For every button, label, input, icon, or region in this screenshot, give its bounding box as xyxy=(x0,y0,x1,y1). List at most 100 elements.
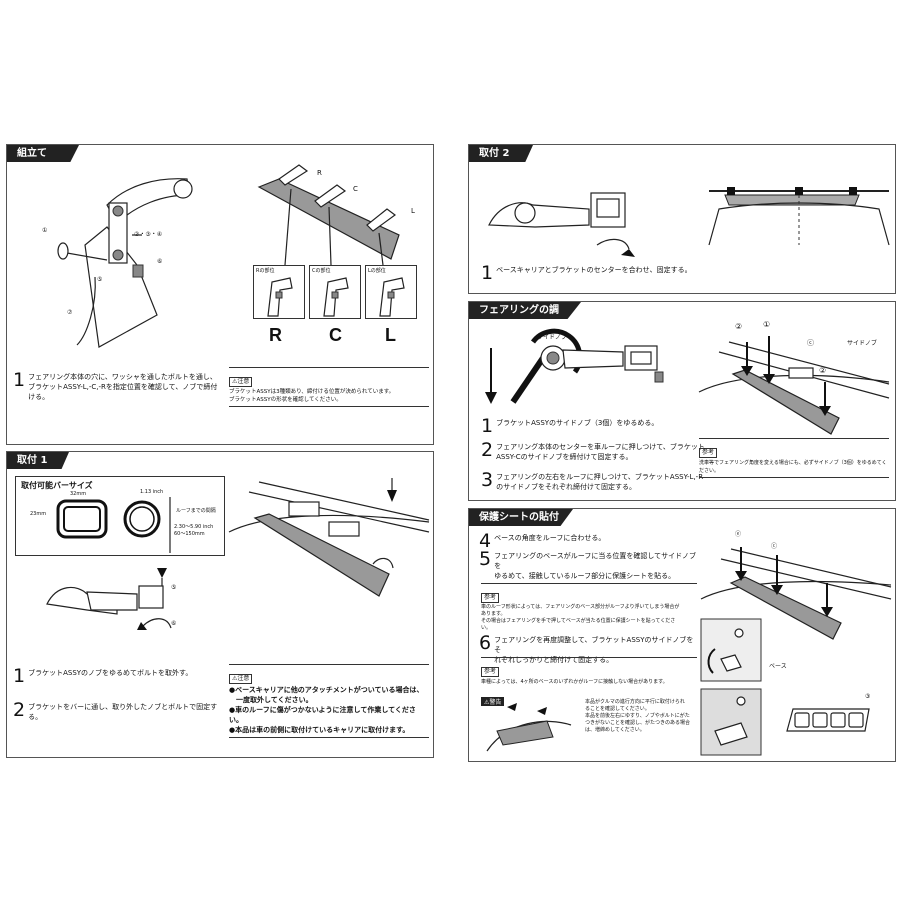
step-text: フェアリングの左右をルーフに押しつけて、ブラケットASSY-L,-R のサイドノ… xyxy=(496,473,704,491)
install1-panel: 取付 1 取付可能バーサイズ 32mm 23mm 1.13 inch ルーフまで… xyxy=(6,451,434,758)
warning-text: 本品がクルマの進行方向に平行に取付けられ ることを確認してください。 本品を前後… xyxy=(585,699,691,733)
fairing-sheet-illustration xyxy=(700,547,892,640)
car-direction-illustration xyxy=(486,703,572,752)
step-number: 5 xyxy=(479,548,492,570)
callout-1: ① xyxy=(763,320,771,329)
note-tag: ⚠注意 xyxy=(229,377,253,387)
fairing-adjust-illustration xyxy=(698,336,890,435)
adjust-title: フェアリングの調節 xyxy=(469,302,581,319)
protect-title: 保護シートの貼付 xyxy=(469,509,573,526)
roof-gap-value: 2.30～5.90 inch 60～150mm xyxy=(174,524,214,537)
car-roof-front-illustration xyxy=(708,187,890,246)
install1-step-1: 1 ブラケットASSYのノブをゆるめてボルトを取外す。 xyxy=(13,665,223,687)
big-letter-c: C xyxy=(329,325,342,345)
assembly-note: ⚠注意 ブラケットASSYは3種類あり、締付ける位置が決められています。 ブラケ… xyxy=(229,367,429,407)
base-label: ベース xyxy=(769,663,787,670)
callout-3: ③ xyxy=(865,693,871,700)
step-text: ブラケットASSYのサイドノブ（3個）をゆるめる。 xyxy=(496,419,659,427)
step-number: 6 xyxy=(479,632,492,654)
note-text: ●ベースキャリアに他のアタッチメントがついている場合は、 一度取外してください。… xyxy=(229,686,424,734)
bracket-label-r: R xyxy=(317,169,322,177)
callout-6: ⑥ xyxy=(157,258,163,265)
bracket-label-l: L xyxy=(411,207,415,215)
install2-panel: 取付 2 1 ベースキャリアとブラケットのセンターを合わせ、固定する。 xyxy=(468,144,896,294)
protect-step-6: 6 フェアリングを再度調整して、ブラケットASSYのサイドノブをそ れぞれしっか… xyxy=(479,632,699,665)
step-number: 3 xyxy=(481,469,494,491)
step-number: 4 xyxy=(479,530,492,552)
install1-step-2: 2 ブラケットをバーに通し、取り外したノブとボルトで固定する。 xyxy=(13,699,223,722)
step-number: 1 xyxy=(13,369,26,391)
assembly-panel: 組立て ① ②・③・④ ⑥ ⑦ ⑤ R C L Rの部位 Cの部位 xyxy=(6,144,434,445)
roof-gap-label: ルーフまでの間隔 xyxy=(176,508,216,514)
step-text: フェアリング本体の穴に、ワッシャを通したボルトを通し、 ブラケットASSY-L,… xyxy=(28,373,218,401)
note-tag: 参考 xyxy=(699,448,718,458)
bracket-center-illustration xyxy=(488,192,635,257)
assembly-step-1: 1 フェアリング本体の穴に、ワッシャを通したボルトを通し、 ブラケットASSY-… xyxy=(13,369,223,402)
callout-5: ⑤ xyxy=(171,584,177,591)
step-text: ブラケットASSYのノブをゆるめてボルトを取外す。 xyxy=(28,669,193,677)
install2-step-1: 1 ベースキャリアとブラケットのセンターを合わせ、固定する。 xyxy=(481,262,781,284)
square-bar-profile xyxy=(56,499,108,539)
big-letter-r: R xyxy=(269,325,282,345)
callout-2-3-4: ②・③・④ xyxy=(134,231,163,238)
callout-6: ⑥ xyxy=(171,620,177,627)
bar-size-title: 取付可能バーサイズ xyxy=(21,481,93,490)
fairing-brackets-illustration xyxy=(257,164,400,266)
detail-r-drawing xyxy=(267,277,293,317)
adjust-step-1: 1 ブラケットASSYのサイドノブ（3個）をゆるめる。 xyxy=(481,417,721,436)
callout-1: ① xyxy=(42,227,48,234)
detail-box-c: Cの部位 xyxy=(309,265,361,319)
protect-panel: 保護シートの貼付 4 ベースの角度をルーフに合わせる。 5 フェアリングのベース… xyxy=(468,508,896,762)
bracket-exploded-illustration xyxy=(57,178,193,348)
callout-5: ⑤ xyxy=(97,276,103,283)
warning-box: ⚠警告 本品がクルマの進行方向に平行に取付けられ ることを確認してください。 本… xyxy=(481,689,697,755)
callout-2-left: ② xyxy=(735,322,743,331)
roof-bar-fairing-illustration xyxy=(228,478,430,597)
callout-c: ⓒ xyxy=(807,339,814,347)
protect-note-1: 参考 車のルーフ形状によっては、フェアリングのベース部分がルーフより浮いてしまう… xyxy=(481,583,697,634)
bar-size-box: 取付可能バーサイズ 32mm 23mm 1.13 inch ルーフまでの間隔 2… xyxy=(15,476,225,556)
step-text: フェアリングのベースがルーフに当る位置を確認してサイドノブを ゆるめて、接触して… xyxy=(494,552,696,580)
detail-box-r: Rの部位 xyxy=(253,265,305,319)
step-number: 1 xyxy=(13,665,26,687)
bracket-on-bar-illustration xyxy=(46,568,172,630)
adjust-note: 参考 洗車等でフェアリング角度を変える場合にも、必ずサイドノブ（3個）をゆるめて… xyxy=(699,438,889,478)
side-knob-illustration xyxy=(485,328,664,404)
note-text: ブラケットASSYは3種類あり、締付ける位置が決められています。 ブラケットAS… xyxy=(229,389,395,403)
install2-title: 取付 2 xyxy=(469,145,533,162)
install1-note: ⚠注意 ●ベースキャリアに他のアタッチメントがついている場合は、 一度取外してく… xyxy=(229,664,429,738)
note-text: 車のルーフ形状によっては、フェアリングのベース部分がルーフより浮いてしまう場合が… xyxy=(481,604,680,631)
bracket-label-c: C xyxy=(353,185,358,193)
step-number: 2 xyxy=(481,439,494,461)
dim-round: 1.13 inch xyxy=(140,489,164,495)
dim-width: 32mm xyxy=(70,491,87,497)
step-number: 1 xyxy=(481,262,494,284)
detail-box-l: Lの部位 xyxy=(365,265,417,319)
note-tag: 参考 xyxy=(481,593,500,603)
callout-2-right: ② xyxy=(819,366,827,375)
step-text: フェアリング本体のセンターを車ルーフに押しつけて、ブラケット ASSY-Cのサイ… xyxy=(496,443,705,461)
adjust-step-3: 3 フェアリングの左右をルーフに押しつけて、ブラケットASSY-L,-R のサイ… xyxy=(481,469,721,492)
side-knob-label: サイドノブ xyxy=(537,334,567,341)
callout-e: ⓔ xyxy=(735,531,742,538)
note-tag: 参考 xyxy=(481,667,500,677)
detail-label-c: Cの部位 xyxy=(312,268,331,274)
note-tag: ⚠注意 xyxy=(229,674,253,684)
adjust-panel: フェアリングの調節 サイドノブ ② ① ② ⓒ サイドノブ 1 ブラケットASS… xyxy=(468,301,896,501)
callout-c: ⓒ xyxy=(771,543,778,550)
side-knob-label-2: サイドノブ xyxy=(847,340,877,347)
protect-step-4: 4 ベースの角度をルーフに合わせる。 xyxy=(479,530,699,552)
gap-dimension-line xyxy=(169,497,171,553)
detail-c-drawing xyxy=(323,277,349,317)
detail-l-drawing xyxy=(379,277,405,317)
dim-height: 23mm xyxy=(30,511,47,517)
step-number: 2 xyxy=(13,699,26,721)
step-text: フェアリングを再度調整して、ブラケットASSYのサイドノブをそ れぞれしっかりと… xyxy=(494,636,694,664)
step-text: ベースの角度をルーフに合わせる。 xyxy=(494,534,606,542)
callout-7: ⑦ xyxy=(67,309,73,316)
note-text: 洗車等でフェアリング角度を変える場合にも、必ずサイドノブ（3個）をゆるめてくださ… xyxy=(699,460,887,474)
round-bar-profile xyxy=(123,500,161,538)
step-text: ブラケットをバーに通し、取り外したノブとボルトで固定する。 xyxy=(28,703,218,721)
adjust-step-2: 2 フェアリング本体のセンターを車ルーフに押しつけて、ブラケット ASSY-Cの… xyxy=(481,439,721,462)
assembly-title: 組立て xyxy=(7,145,79,162)
